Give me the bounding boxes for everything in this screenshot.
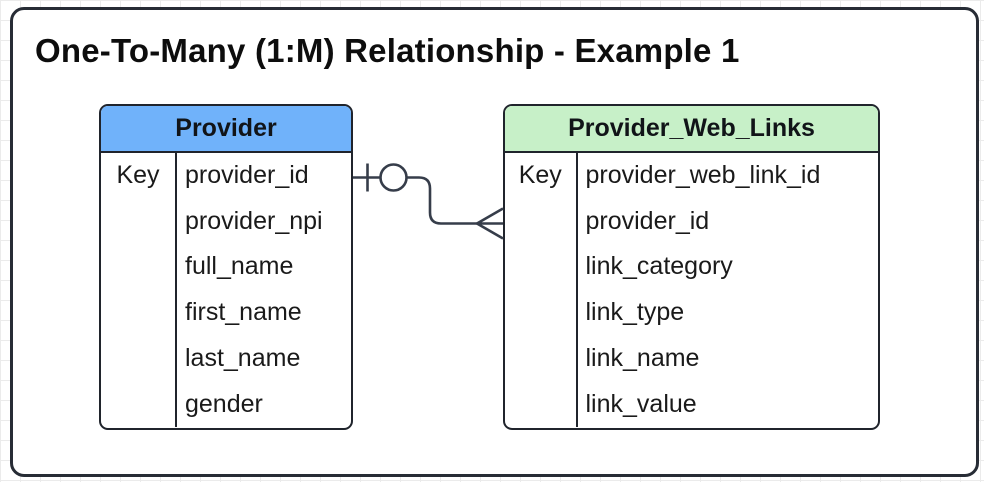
field-row: provider_id bbox=[585, 206, 710, 235]
field-row: link_name bbox=[585, 343, 700, 372]
field-row: gender bbox=[185, 389, 263, 418]
table-body-provider-web-links: Key provider_web_link_id provider_id lin… bbox=[505, 152, 879, 428]
entity-table-provider[interactable]: Provider Key provider_id provider_npi fu… bbox=[99, 104, 353, 430]
table-body-provider: Key provider_id provider_npi full_name f… bbox=[101, 152, 351, 428]
diagram-title: One-To-Many (1:M) Relationship - Example… bbox=[35, 32, 740, 69]
field-row: provider_web_link_id bbox=[585, 160, 821, 189]
field-row: full_name bbox=[185, 252, 294, 281]
field-row: provider_id bbox=[185, 160, 309, 189]
key-label: Key bbox=[116, 160, 160, 189]
table-header-provider: Provider bbox=[101, 106, 351, 153]
key-column-provider: Key bbox=[101, 152, 177, 427]
fields-column-provider: provider_id provider_npi full_name first… bbox=[177, 153, 351, 428]
key-label: Key bbox=[518, 160, 562, 189]
field-row: link_type bbox=[585, 298, 685, 327]
field-row: link_category bbox=[585, 252, 733, 281]
key-column-provider-web-links: Key bbox=[505, 152, 578, 427]
field-row: provider_npi bbox=[185, 206, 323, 235]
field-row: last_name bbox=[185, 343, 301, 372]
field-row: link_value bbox=[585, 389, 697, 418]
fields-column-provider-web-links: provider_web_link_id provider_id link_ca… bbox=[578, 153, 879, 428]
field-row: first_name bbox=[185, 298, 302, 327]
table-header-provider-web-links: Provider_Web_Links bbox=[505, 106, 878, 153]
entity-table-provider-web-links[interactable]: Provider_Web_Links Key provider_web_link… bbox=[503, 104, 880, 430]
